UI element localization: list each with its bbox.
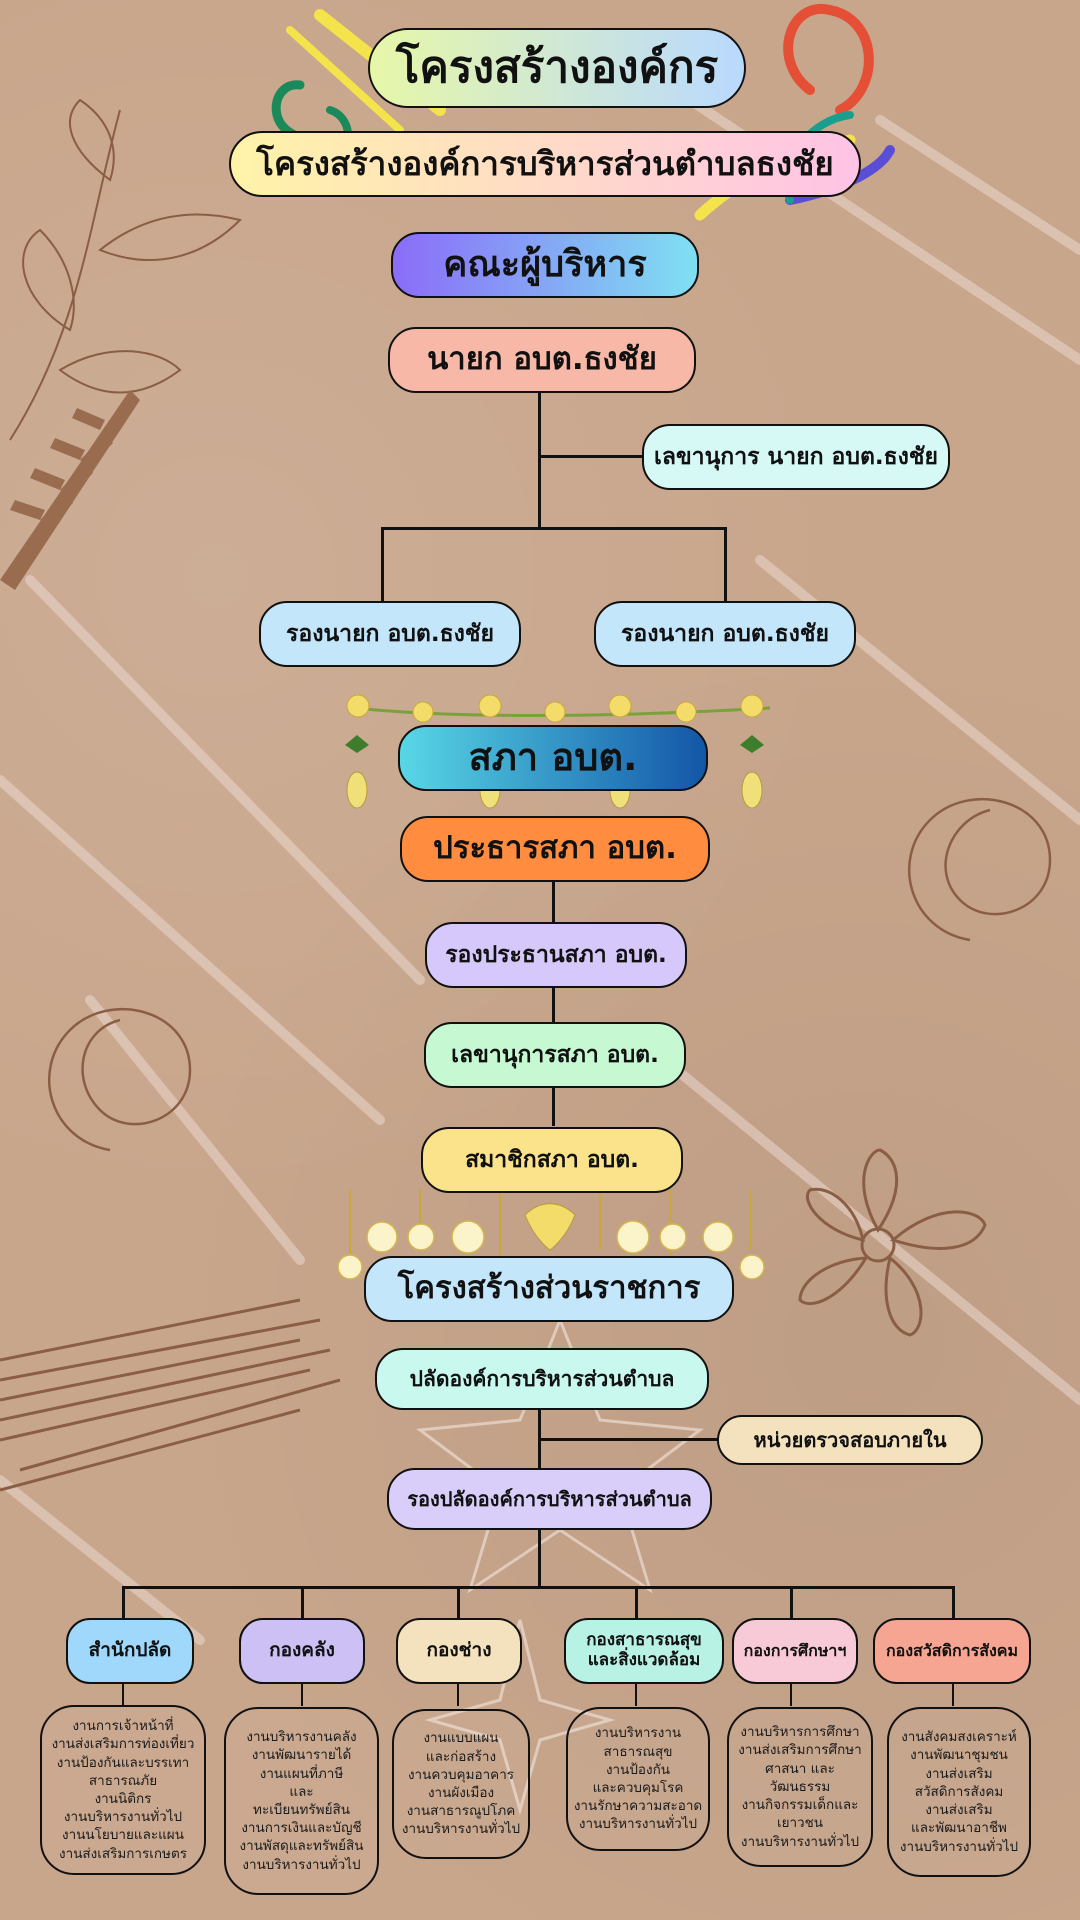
department-box: กองสวัสดิการสังคม	[873, 1618, 1031, 1684]
task-item: งานแบบแผน	[423, 1730, 499, 1747]
task-item: งานกิจกรรมเด็กและ	[741, 1797, 859, 1814]
task-item: งานส่งเสริมการเกษตร	[59, 1845, 187, 1862]
task-item: งานผังเมือง	[427, 1785, 495, 1801]
mayor-secretary-box: เลขานุการ นายก อบต.ธงชัย	[642, 424, 950, 490]
connector-line	[457, 1684, 459, 1706]
department-tasks: งานการเจ้าหน้าที่ งานส่งเสริมการท่องเที่…	[40, 1705, 206, 1875]
connector-line	[540, 1438, 718, 1441]
department-tasks: งานแบบแผน และก่อสร้าง งานควบคุมอาคาร งาน…	[392, 1709, 530, 1859]
government-heading: โครงสร้างส่วนราชการ	[364, 1256, 734, 1322]
task-item: งานบริหารงานทั่วไป	[242, 1856, 361, 1873]
task-item: งานบริหารงาน	[594, 1725, 682, 1742]
task-item: สวัสดิการสังคม	[914, 1783, 1004, 1800]
task-item: ทะเบียนทรัพย์สิน	[253, 1802, 350, 1818]
council-heading: สภา อบต.	[398, 725, 708, 791]
connector-line	[381, 527, 726, 530]
task-item: เยาวชน	[776, 1815, 824, 1832]
mayor-box: นายก อบต.ธงชัย	[388, 327, 696, 393]
task-item: งานส่งเสริมการท่องเที่ยว	[51, 1736, 195, 1753]
connector-line	[301, 1586, 304, 1618]
connector-line	[540, 455, 642, 458]
task-item: งานนโยบายและแผน	[62, 1827, 184, 1844]
task-item: งานแผนที่ภาษี	[259, 1765, 344, 1782]
connector-line	[301, 1684, 303, 1706]
department-tasks: งานบริหารการศึกษา งานส่งเสริมการศึกษา ศา…	[727, 1707, 873, 1867]
task-item: วัฒนธรรม	[769, 1778, 831, 1795]
council-members-box: สมาชิกสภา อบต.	[421, 1127, 683, 1193]
connector-line	[457, 1586, 460, 1618]
task-item: งานส่งเสริม	[925, 1765, 993, 1782]
department-tasks: งานบริหารงานคลัง งานพัฒนารายได้ งานแผนที…	[224, 1707, 379, 1895]
task-item: งานบริหารงานทั่วไป	[63, 1809, 183, 1826]
task-item: สาธารณสุข	[603, 1743, 673, 1760]
task-item: และก่อสร้าง	[425, 1748, 497, 1765]
task-item: งานรักษาความสะอาด	[573, 1798, 703, 1815]
page-subtitle: โครงสร้างองค์การบริหารส่วนตำบลธงชัย	[229, 131, 861, 197]
task-item: งานพัสดุและทรัพย์สิน	[239, 1838, 364, 1855]
task-item: งานส่งเสริม	[925, 1802, 993, 1819]
task-item: ศาสนา และ	[765, 1760, 835, 1777]
deputy-mayor-left-box: รองนายก อบต.ธงชัย	[259, 601, 521, 667]
connector-line	[122, 1586, 954, 1589]
task-item: และควบคุมโรค	[592, 1780, 684, 1796]
connector-line	[724, 527, 727, 601]
task-item: งานพัฒนาชุมชน	[910, 1747, 1008, 1764]
task-item: งานสาธารณูปโภค	[406, 1803, 516, 1820]
connector-line	[122, 1586, 125, 1618]
task-item: งานนิติกร	[94, 1791, 152, 1807]
department-tasks: งานสังคมสงเคราะห์ งานพัฒนาชุมชน งานส่งเส…	[887, 1707, 1031, 1877]
internal-audit-box: หน่วยตรวจสอบภายใน	[717, 1415, 983, 1465]
deputy-mayor-right-box: รองนายก อบต.ธงชัย	[594, 601, 856, 667]
task-item: และ	[289, 1783, 314, 1800]
connector-line	[952, 1684, 954, 1706]
connector-line	[381, 527, 384, 601]
task-item: งานป้องกัน	[605, 1761, 671, 1778]
connector-line	[790, 1586, 793, 1618]
task-item: งานการเงินและบัญชี	[241, 1820, 362, 1837]
council-chair-box: ประธารสภา อบต.	[400, 816, 710, 882]
connector-line	[552, 882, 555, 1126]
connector-line	[635, 1684, 637, 1706]
task-item: งานสังคมสงเคราะห์	[901, 1729, 1017, 1746]
task-item: งานควบคุมอาคาร	[407, 1766, 515, 1783]
department-name-line: และสิ่งแวดล้อม	[587, 1650, 701, 1670]
chief-administrator-box: ปลัดองค์การบริหารส่วนตำบล	[375, 1348, 709, 1410]
task-item: งานการเจ้าหน้าที่	[72, 1718, 174, 1735]
task-item: งานบริหารการศึกษา	[740, 1724, 860, 1741]
department-box: สำนักปลัด	[66, 1618, 194, 1684]
task-item: งานป้องกันและบรรเทา	[56, 1754, 190, 1771]
task-item: สาธารณภัย	[88, 1772, 158, 1789]
connector-line	[635, 1586, 638, 1618]
council-vice-chair-box: รองประธานสภา อบต.	[425, 922, 687, 988]
department-box: กองการศึกษาฯ	[732, 1618, 858, 1684]
connector-line	[122, 1684, 124, 1706]
task-item: งานบริหารงานทั่วไป	[740, 1833, 860, 1850]
executive-heading: คณะผู้บริหาร	[391, 232, 699, 298]
council-secretary-box: เลขานุการสภา อบต.	[424, 1022, 686, 1088]
task-item: งานบริหารงานทั่วไป	[578, 1816, 698, 1833]
task-item: งานพัฒนารายได้	[251, 1747, 352, 1764]
connector-line	[790, 1684, 792, 1706]
task-item: งานบริหารงานคลัง	[246, 1729, 357, 1746]
deputy-chief-administrator-box: รองปลัดองค์การบริหารส่วนตำบล	[387, 1468, 712, 1530]
department-tasks: งานบริหารงาน สาธารณสุข งานป้องกัน และควบ…	[566, 1707, 710, 1851]
task-item: งานส่งเสริมการศึกษา	[738, 1742, 862, 1759]
task-item: งานบริหารงานทั่วไป	[401, 1821, 521, 1838]
department-name-line: กองสาธารณสุข	[586, 1630, 702, 1651]
connector-line	[952, 1586, 955, 1618]
connector-line	[538, 392, 541, 528]
department-box: กองช่าง	[396, 1618, 522, 1684]
page-title: โครงสร้างองค์กร	[368, 28, 746, 108]
task-item: งานบริหารงานทั่วไป	[899, 1838, 1019, 1855]
department-box: กองคลัง	[239, 1618, 365, 1684]
department-box: กองสาธารณสุข และสิ่งแวดล้อม	[564, 1618, 724, 1684]
task-item: และพัฒนาอาชีพ	[911, 1820, 1007, 1837]
